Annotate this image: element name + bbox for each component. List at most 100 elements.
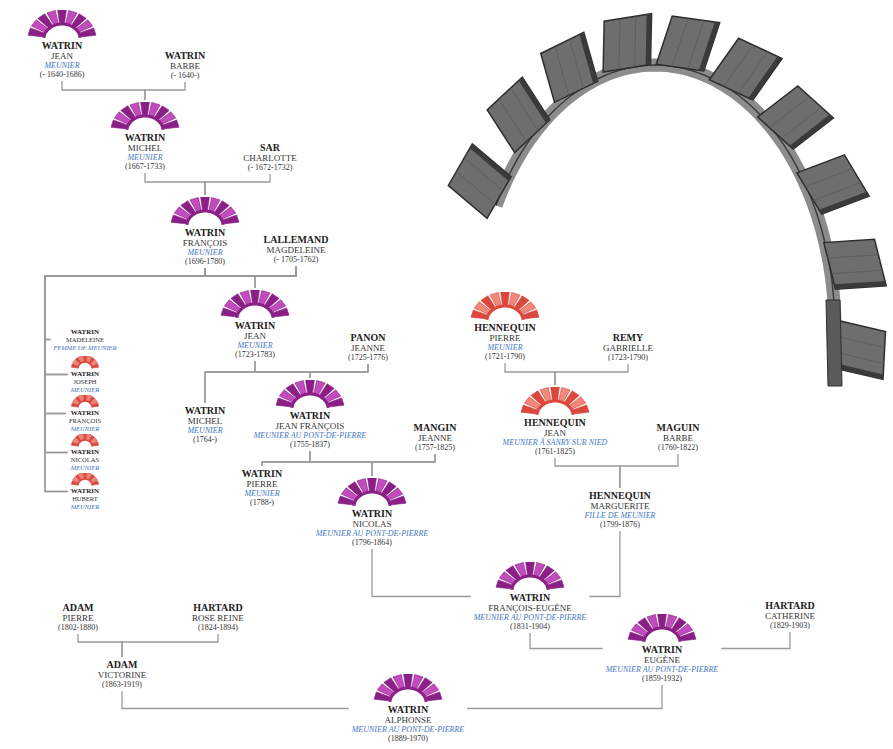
water-wheel-icon: [71, 356, 99, 370]
life-dates: (1799-1876): [584, 520, 655, 529]
family-line: [262, 451, 310, 466]
icon-rim: [237, 304, 273, 318]
life-dates: (1829-1903): [765, 621, 815, 630]
family-line: [45, 266, 296, 375]
given-name: MICHEL: [110, 143, 180, 153]
person-box: WATRINJOSEPHMEUNIER: [68, 354, 103, 395]
family-line: [45, 268, 205, 375]
paddle-plank: [738, 52, 767, 93]
person-box: WATRINEUGÈNEMEUNIER AU PONT-DE-PIERRE(18…: [603, 612, 722, 685]
family-line: [205, 174, 270, 195]
occupation: MEUNIER: [242, 489, 282, 498]
icon-paddle: [522, 310, 539, 319]
given-name: ALPHONSE: [352, 715, 465, 725]
water-wheel-icon: [110, 102, 180, 132]
life-dates: (1761-1825): [503, 447, 608, 456]
icon-paddle: [327, 398, 344, 407]
given-name: MICHEL: [185, 416, 225, 426]
icon-paddle: [572, 405, 589, 414]
occupation: MEUNIER: [71, 386, 100, 394]
life-dates: (1889-1970): [352, 734, 465, 743]
icon-paddle: [547, 580, 564, 589]
surname: WATRIN: [53, 328, 116, 336]
icon-rim: [78, 401, 93, 407]
family-line: [45, 266, 296, 492]
life-dates: (1824-1894): [192, 623, 244, 632]
wheel-paddle: [797, 155, 869, 214]
surname: WATRIN: [316, 508, 429, 519]
surname: WATRIN: [352, 704, 465, 715]
life-dates: (1796-1864): [316, 538, 429, 547]
family-line: [78, 634, 122, 657]
surname: HARTARD: [765, 600, 815, 611]
paddle-plank: [672, 18, 688, 66]
given-name: ROSE REINE: [192, 613, 244, 623]
occupation: MEUNIER: [27, 61, 97, 70]
given-name: PIERRE: [242, 479, 282, 489]
person-box: WATRINJEAN FRANÇOISMEUNIER AU PONT-DE-PI…: [251, 378, 370, 451]
icon-paddle: [368, 478, 377, 492]
paddle-plank: [511, 88, 538, 131]
icon-paddle: [404, 674, 413, 688]
wheel-post: [826, 300, 842, 386]
icon-rim: [44, 24, 80, 38]
paddle-plank: [781, 107, 821, 138]
paddle-plank: [635, 16, 636, 67]
icon-paddle: [658, 614, 667, 628]
water-wheel-icon: [27, 10, 97, 40]
surname: WATRIN: [69, 409, 101, 417]
icon-paddle: [83, 356, 87, 362]
person-box: ADAMPIERRE(1802-1880): [55, 600, 101, 634]
person-box: WATRINJEANMEUNIER(1723-1783): [217, 288, 293, 361]
paddle-plank: [456, 172, 495, 205]
person-box: HENNEQUINMARGUERITEFILLE DE MEUNIER(1799…: [581, 488, 658, 531]
person-box: WATRINALPHONSEMEUNIER AU PONT-DE-PIERRE(…: [349, 672, 468, 745]
given-name: JEAN: [220, 331, 290, 341]
wheel-rim-edge: [496, 65, 835, 358]
paddle-plank: [688, 20, 704, 68]
paddle-plank: [832, 270, 883, 273]
person-box: WATRINBARBE(- 1640-): [162, 48, 208, 82]
occupation: MEUNIER À SANRY SUR NIED: [503, 438, 608, 447]
paddle-plank: [828, 255, 879, 258]
given-name: EUGÈNE: [606, 655, 719, 665]
icon-rim: [78, 440, 93, 446]
icon-paddle: [526, 562, 535, 576]
life-dates: (1764-): [185, 435, 225, 444]
life-dates: (- 1640-): [165, 71, 205, 80]
icon-rim: [127, 116, 163, 130]
icon-paddle: [141, 102, 150, 116]
life-dates: (1859-1932): [606, 674, 719, 683]
family-line: [589, 531, 620, 597]
icon-rim: [512, 576, 548, 590]
surname: ADAM: [98, 659, 146, 670]
water-wheel-icon: [275, 380, 345, 410]
wheel-paddle: [487, 77, 550, 153]
family-line: [122, 634, 218, 657]
surname: SAR: [243, 142, 297, 153]
surname: PANON: [348, 332, 388, 343]
wheel-paddle: [603, 14, 652, 72]
person-box: WATRINHUBERTMEUNIER: [68, 471, 103, 512]
given-name: PIERRE: [58, 613, 98, 623]
water-wheel-icon: [520, 387, 590, 417]
family-line: [310, 364, 368, 378]
paddle-edge: [699, 22, 720, 71]
surname: WATRIN: [165, 50, 205, 61]
given-name: JEANNE: [414, 433, 457, 443]
life-dates: (1723-1783): [220, 350, 290, 359]
icon-rim: [487, 306, 523, 320]
wheel-paddle: [656, 16, 719, 71]
person-box: WATRINFRANÇOISMEUNIER: [66, 393, 104, 434]
paddle-plank: [835, 336, 884, 348]
family-line: [721, 632, 790, 649]
paddle-plank: [570, 39, 584, 88]
surname: HARTARD: [192, 602, 244, 613]
given-name: MAGDELEINE: [264, 245, 329, 255]
surname: MAGUIN: [657, 422, 700, 433]
water-wheel-icon: [71, 395, 99, 409]
family-line: [505, 363, 555, 385]
family-line: [122, 691, 349, 709]
surname: REMY: [603, 332, 653, 343]
person-box: HARTARDCATHERINE(1829-1903): [762, 598, 818, 632]
